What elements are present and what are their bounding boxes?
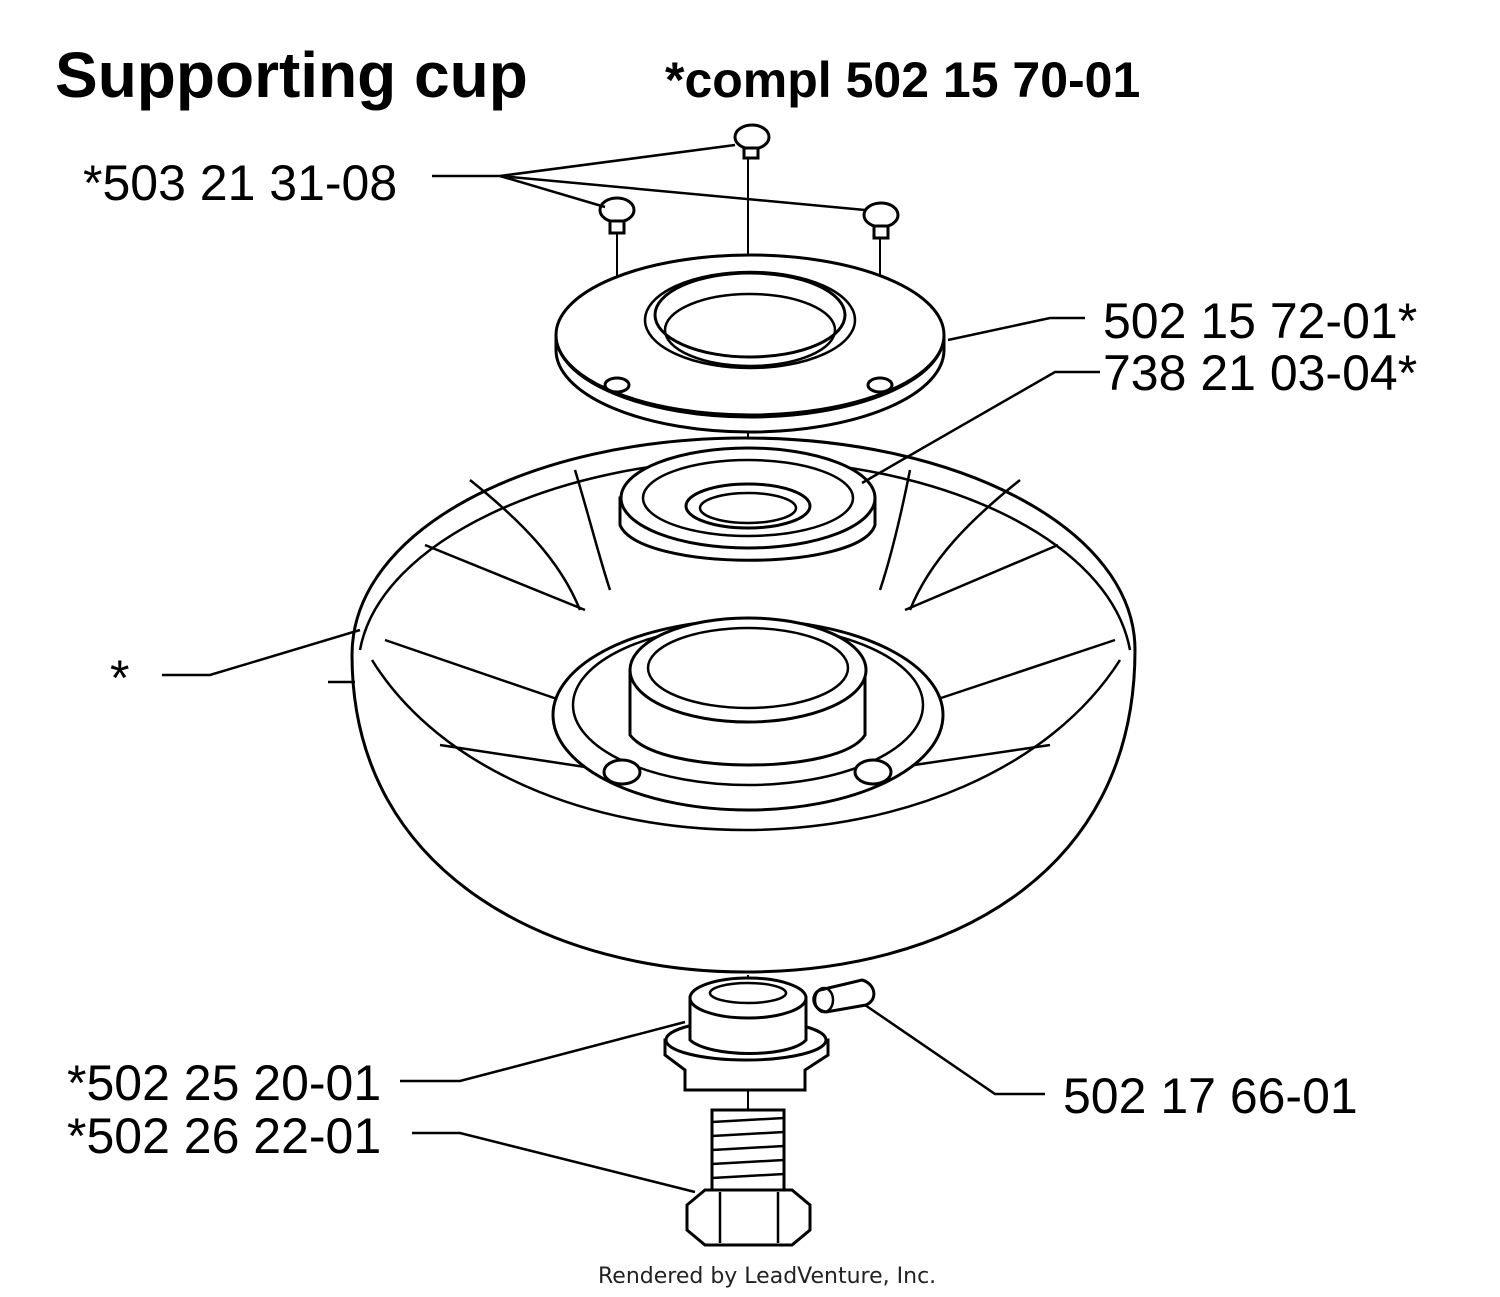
- page-title: Supporting cup: [55, 39, 528, 111]
- pin: [812, 978, 876, 1014]
- assembly-number: *compl 502 15 70-01: [665, 52, 1140, 108]
- callout-screws: *503 21 31-08: [83, 155, 397, 211]
- screw-top: [733, 123, 771, 160]
- callout-pin: 502 17 66-01: [1063, 1068, 1358, 1124]
- callout-bolt: *502 26 22-01: [67, 1108, 381, 1164]
- leader-lines: [162, 143, 1100, 1194]
- supporting-cup: [350, 436, 1137, 974]
- callout-nut: *502 25 20-01: [67, 1055, 381, 1111]
- hex-nut: [663, 976, 830, 1092]
- screw-right: [862, 201, 900, 240]
- bolt: [685, 1108, 812, 1247]
- callout-flange: 502 15 72-01*: [1103, 293, 1417, 349]
- flange: [554, 253, 946, 434]
- render-credit: Rendered by LeadVenture, Inc.: [598, 1264, 936, 1289]
- bearing: [618, 446, 877, 562]
- callout-bearing: 738 21 03-04*: [1103, 345, 1417, 401]
- callout-cup: *: [110, 650, 129, 706]
- screw-left: [598, 196, 636, 235]
